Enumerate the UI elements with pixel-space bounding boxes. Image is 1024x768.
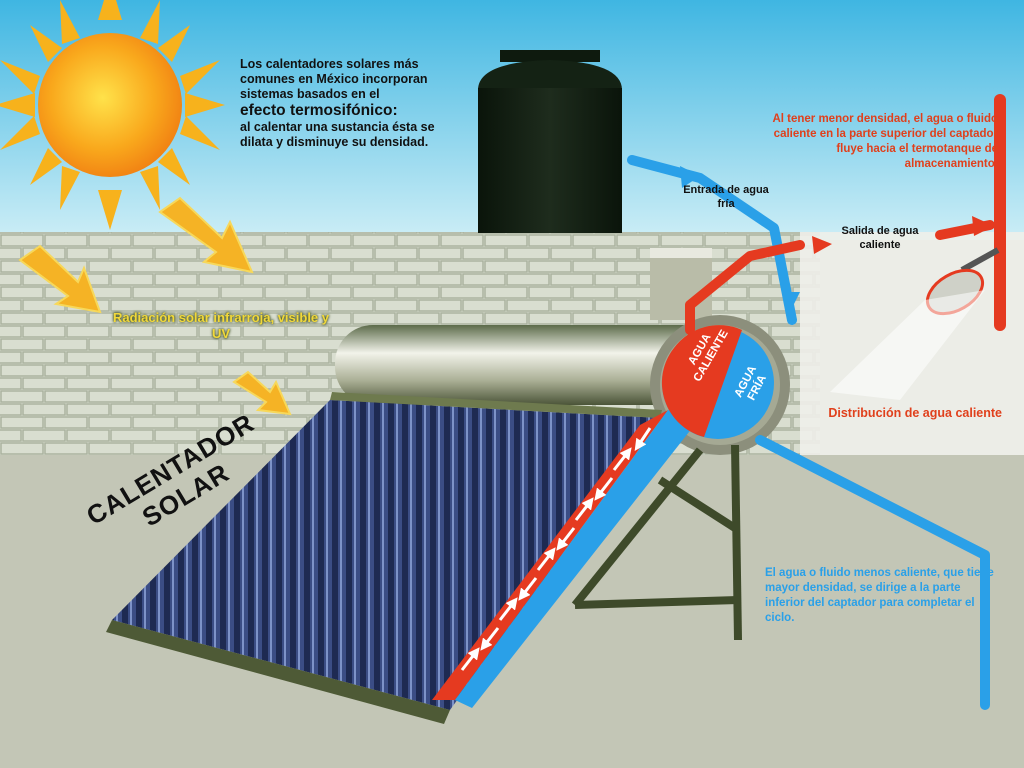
pipes [627,94,1006,710]
cold-fluid-note: El agua o fluido menos caliente, que tie… [765,567,994,624]
intro-line1: Los calentadores solares más comunes en … [240,57,428,101]
solar-collector [106,392,662,724]
water-tank [478,50,622,233]
sun-icon [0,0,225,230]
tank-end-cutaway [661,325,774,439]
outlet-label: Salida de agua caliente [841,225,919,251]
flow-arrows [460,427,652,671]
inlet-label: Entrada de agua fría [683,184,769,210]
shower-icon [830,247,1000,400]
cold-strip [455,410,700,708]
stand [571,444,742,641]
hot-fluid-note: Al tener menor densidad, el agua o fluid… [772,113,998,170]
intro-text: Los calentadores solares más comunes en … [240,57,470,150]
pipe-arrowheads [680,166,994,310]
radiation-label: Radiación solar infrarroja, visible y UV [112,310,330,341]
distribution-label: Distribución de agua caliente [828,406,1002,420]
intro-line2: al calentar una sustancia ésta se dilata… [240,120,435,149]
intro-emphasis: efecto termosifónico: [240,102,398,119]
